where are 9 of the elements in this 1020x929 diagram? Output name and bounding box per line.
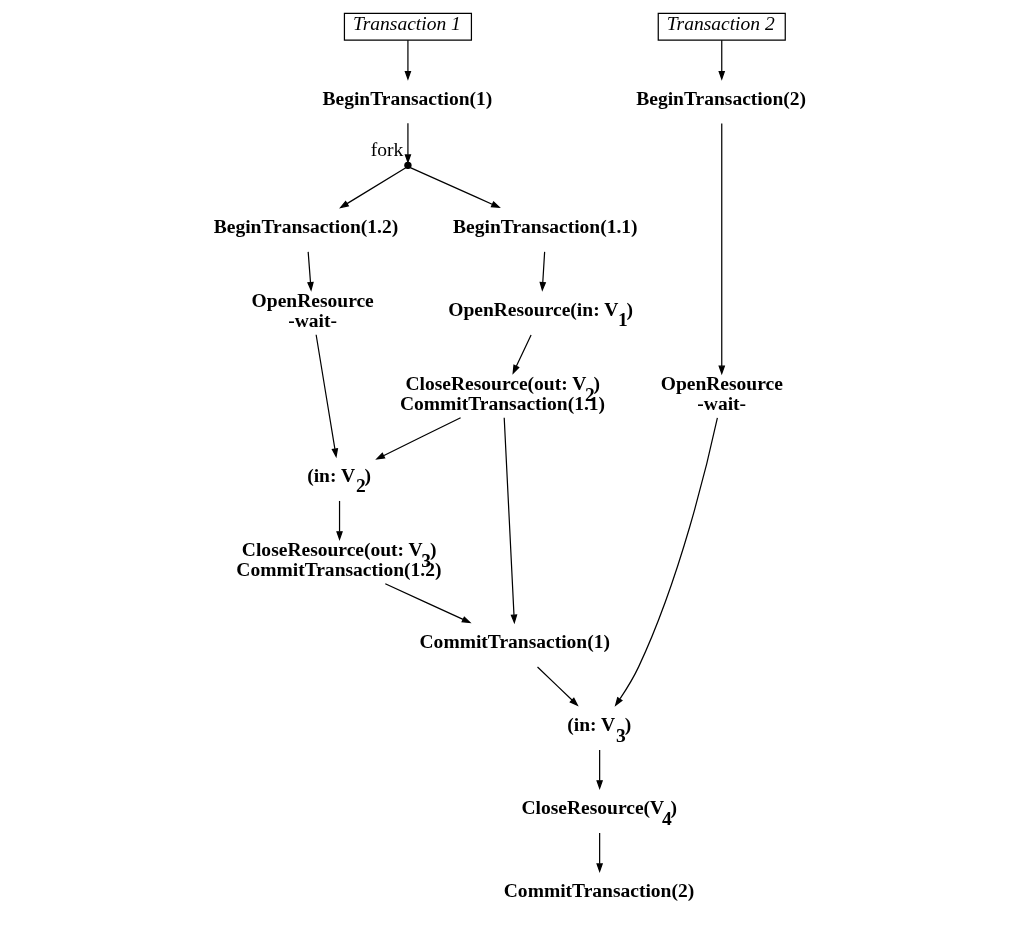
node-text: BeginTransaction(2) bbox=[635, 87, 806, 109]
node-text: BeginTransaction(1.2) bbox=[213, 215, 398, 237]
node-label: fork bbox=[370, 138, 403, 160]
node-text: BeginTransaction(1.1) bbox=[452, 215, 638, 237]
node-text: OpenResource -wait- bbox=[251, 290, 374, 331]
node-text: OpenResource -wait- bbox=[660, 373, 783, 414]
node-text: BeginTransaction(1) bbox=[321, 87, 492, 109]
node-text: CommitTransaction(2) bbox=[503, 880, 694, 902]
node-text: CommitTransaction(1) bbox=[419, 631, 610, 653]
